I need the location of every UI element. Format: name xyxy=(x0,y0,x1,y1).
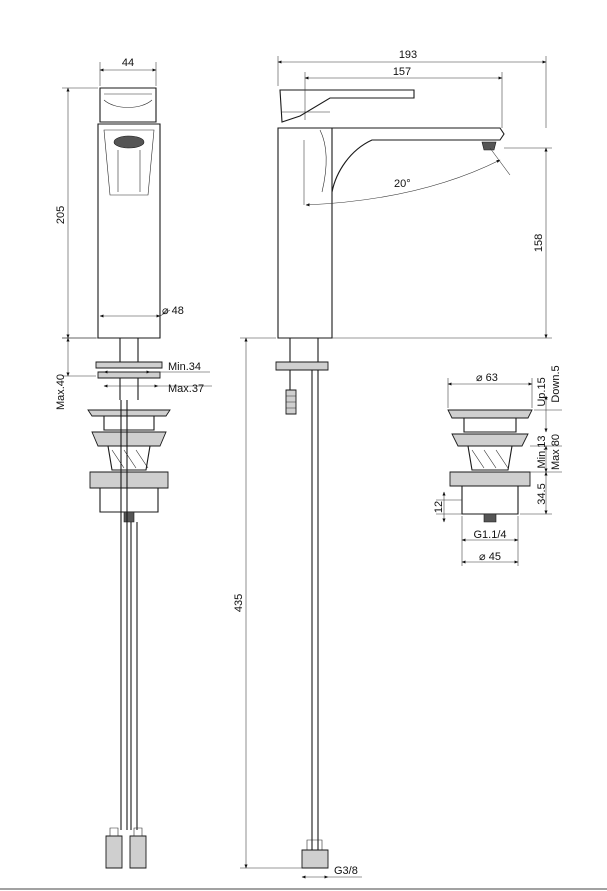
side-hose-nut xyxy=(301,849,329,869)
front-height-label: 205 xyxy=(55,206,67,224)
side-lock-plate xyxy=(275,361,329,371)
stroke-up-label: Up.15 xyxy=(536,377,548,406)
front-diameter-label: ⌀ 48 xyxy=(162,305,184,317)
hole-max-label: Max.37 xyxy=(168,383,204,395)
spout-length-label: 157 xyxy=(393,66,411,78)
waste-nut xyxy=(89,471,169,489)
side-hose xyxy=(289,370,319,860)
detail-body xyxy=(461,485,519,515)
front-view: 44 205 ⌀ 48 Max.40 Min.34 Max.37 xyxy=(55,57,212,869)
waste-body xyxy=(99,487,159,513)
aerator-housing xyxy=(103,129,155,196)
detail-flange xyxy=(451,433,529,447)
side-body xyxy=(277,127,333,339)
spout-outlet xyxy=(481,141,497,151)
connection-label: G3/8 xyxy=(334,865,358,877)
waste-flange xyxy=(91,431,167,447)
hose-left xyxy=(120,400,128,830)
hole-min-label: Min.34 xyxy=(168,361,201,373)
front-body xyxy=(97,123,161,339)
detail-nut xyxy=(449,471,531,487)
thread-label: G1.1/4 xyxy=(473,529,506,541)
front-width-label: 44 xyxy=(122,57,134,69)
waste-cap xyxy=(87,409,171,417)
spout xyxy=(331,127,505,193)
stroke-down-label: Down.5 xyxy=(550,365,562,402)
hose-right xyxy=(130,522,138,830)
lock-plate xyxy=(95,361,163,369)
body-height-label: 34.5 xyxy=(536,483,548,504)
hose-nut-right xyxy=(129,835,147,869)
hose-nut-left xyxy=(105,835,123,869)
deck-max-label: Max.40 xyxy=(55,374,67,410)
waste-detail: ⌀ 63 Up.15 Down.5 Min.13 Max 80 34.5 12 … xyxy=(433,365,562,566)
spout-angle-label: 20° xyxy=(394,178,411,190)
spout-height-label: 158 xyxy=(533,234,545,252)
side-lever xyxy=(279,89,415,123)
body-diameter-label: ⌀ 45 xyxy=(479,551,501,563)
aerator-icon xyxy=(113,135,145,149)
handle-detail xyxy=(103,93,153,108)
overall-length-label: 193 xyxy=(399,49,417,61)
thread-height-label: 12 xyxy=(433,501,445,513)
detail-deck-max-label: Max 80 xyxy=(550,434,562,470)
handle-top xyxy=(99,87,157,123)
hose-length-label: 435 xyxy=(233,594,245,612)
fixing-rods xyxy=(119,338,139,362)
detail-deck-min-label: Min.13 xyxy=(536,435,548,468)
cap-diameter-label: ⌀ 63 xyxy=(476,372,498,384)
detail-cap xyxy=(447,409,533,419)
side-view: 193 157 20° 158 435 G3/8 xyxy=(233,49,552,879)
